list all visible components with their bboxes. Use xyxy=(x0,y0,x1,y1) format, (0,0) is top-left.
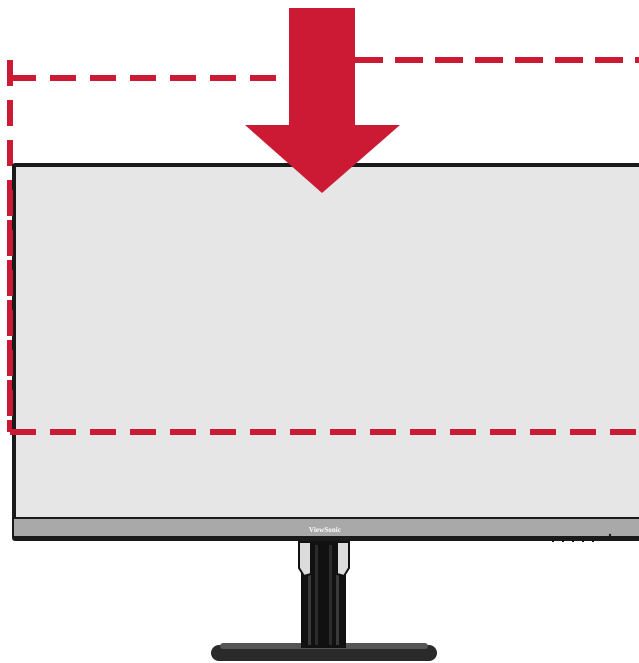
monitor-screen xyxy=(16,167,639,517)
dashed-outline-overlay xyxy=(7,190,639,435)
monitor-stand xyxy=(298,540,350,648)
monitor: ViewSonic xyxy=(12,163,639,542)
brand-logo: ViewSonic xyxy=(309,526,341,534)
down-arrow-icon xyxy=(245,8,400,193)
control-buttons xyxy=(552,533,612,542)
monitor-chin xyxy=(14,519,639,538)
